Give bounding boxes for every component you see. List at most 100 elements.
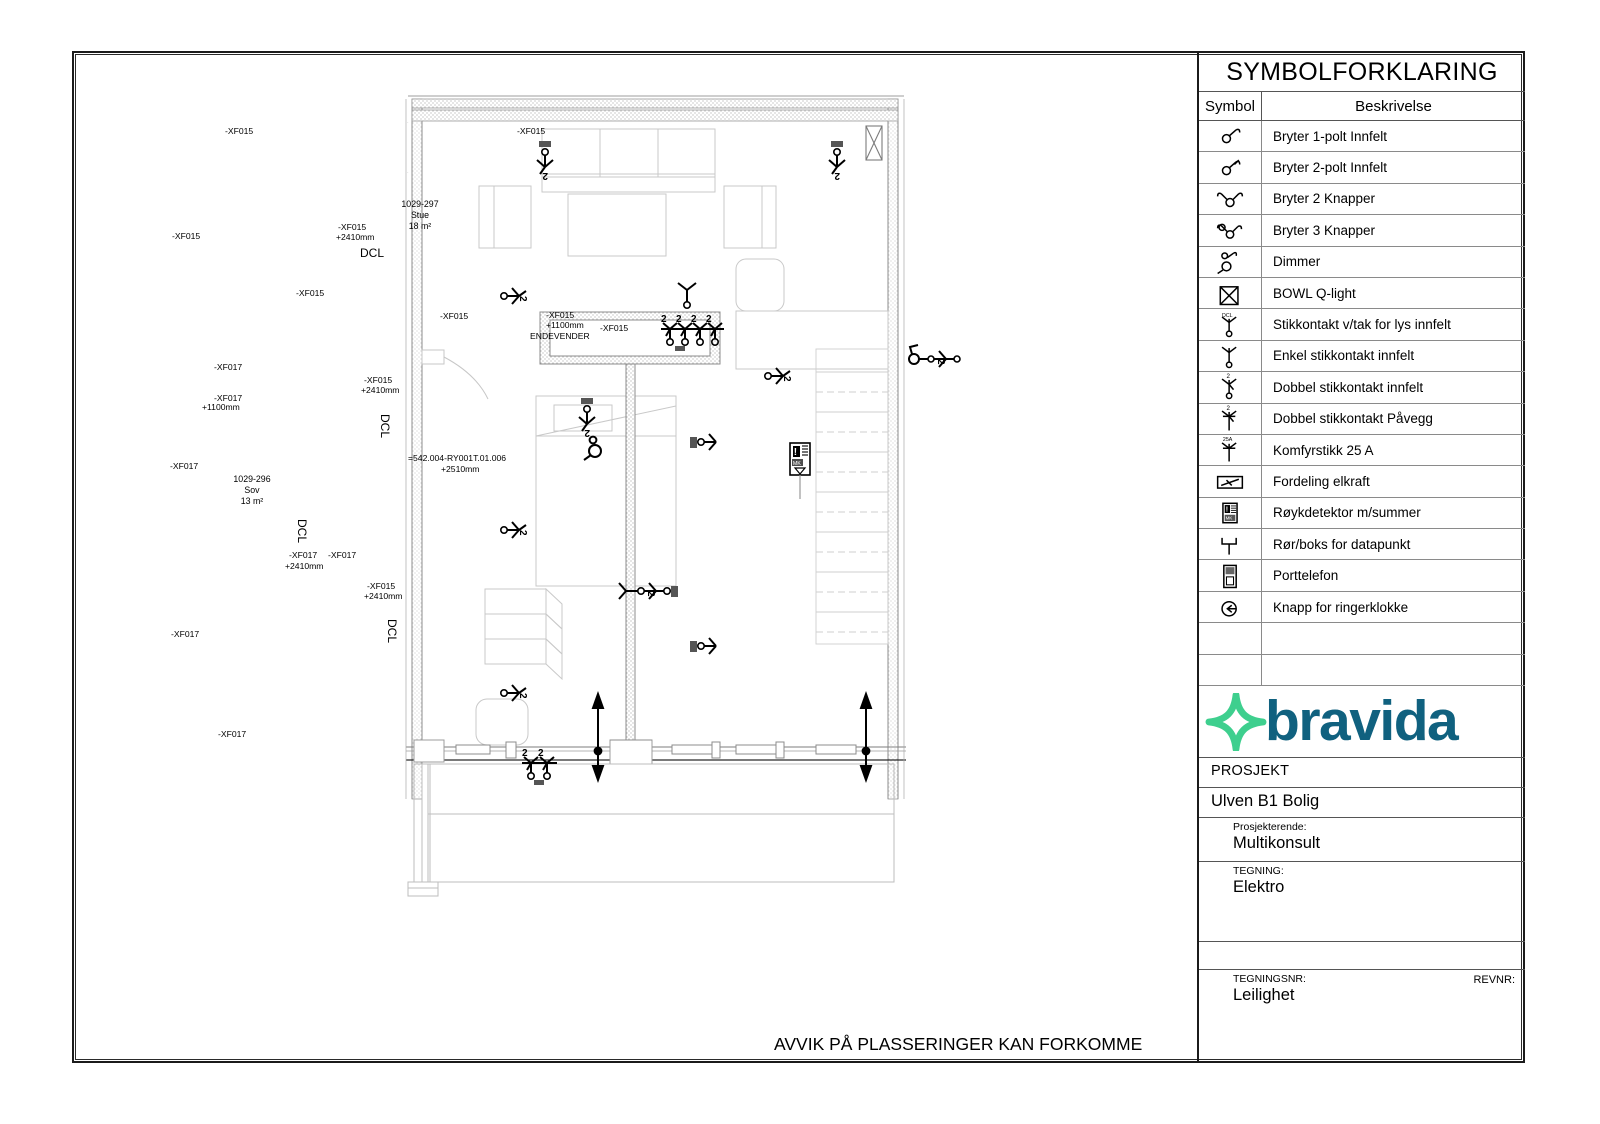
device-label: -XF015: [440, 311, 468, 321]
legend-description: Fordeling elkraft: [1273, 473, 1370, 489]
svg-text:25A: 25A: [1223, 437, 1233, 443]
device-label: -XF015: [172, 231, 200, 241]
symbol-ceiling-outlet-dcl: [690, 637, 717, 655]
dcl-label: DCL: [378, 414, 392, 438]
drawing-note: AVVIK PÅ PLASSERINGER KAN FORKOMME: [774, 1034, 1143, 1054]
legend-description: Enkel stikkontakt innfelt: [1273, 348, 1415, 364]
room-area: 18 m²: [409, 221, 432, 231]
prosjekt-value-row: Ulven B1 Bolig: [1199, 788, 1525, 819]
legend-row: Bryter 2 Knapper: [1199, 183, 1525, 216]
svg-text:2: 2: [542, 170, 548, 181]
double-socket-surface-icon: 2: [1221, 405, 1237, 431]
bravida-star-icon: [1205, 692, 1267, 751]
legend-row: Enkel stikkontakt innfelt: [1199, 340, 1525, 373]
door-phone-icon: [1223, 564, 1237, 588]
room-name: Stue: [411, 210, 429, 220]
symbol-endevender-group: 2: [908, 344, 961, 368]
legend-description: Dobbel stikkontakt Påvegg: [1273, 411, 1433, 427]
device-label: +2410mm: [364, 591, 402, 601]
drawing-text-labels: -XF015-XF015-XF015-XF015+2410mm-XF015-XF…: [170, 126, 628, 739]
legend-row: Bryter 3 Knapper: [1199, 215, 1525, 247]
device-label: -XF017: [218, 729, 246, 739]
device-label: -XF015: [367, 581, 395, 591]
dimmer-icon: [1217, 251, 1238, 274]
legend-symbol-cell: 25A: [1199, 434, 1262, 466]
device-label: +2410mm: [361, 385, 399, 395]
svg-text:2: 2: [517, 693, 528, 699]
legend-header-row: Symbol Beskrivelse: [1199, 92, 1525, 121]
prosjekterende-label: Prosjekterende:: [1233, 821, 1307, 834]
floor-plan-drawing[interactable]: ··: [76, 54, 1197, 1062]
tegningsnr-row: TEGNINGSNR: Leilighet REVNR:: [1199, 970, 1525, 1030]
room-number: 1029-297: [401, 199, 438, 209]
smoke-detector-tag: =542.004-RY001T.01.006: [408, 453, 506, 463]
legend-row: Rør/boks for datapunkt: [1199, 529, 1525, 561]
tegning-value: Elektro: [1233, 878, 1285, 897]
smoke-detector-icon: !MK: [1222, 502, 1238, 524]
device-label: -XF015: [296, 288, 324, 298]
dcl-label: DCL: [360, 246, 384, 260]
svg-text:2: 2: [781, 376, 792, 382]
ceiling-outlet-dcl-icon: DCL: [1221, 313, 1237, 337]
brand-logo: bravida: [1199, 686, 1525, 759]
svg-text:·: ·: [407, 120, 409, 126]
symbol-double-socket: 2: [499, 521, 528, 539]
device-label: -XF015: [600, 323, 628, 333]
symbol-double-socket: 2: [763, 367, 792, 385]
svg-text:2: 2: [517, 530, 528, 536]
legend-description: Bryter 1-polt Innfelt: [1273, 128, 1388, 144]
svg-text:!: !: [794, 447, 797, 458]
svg-text:2: 2: [706, 314, 712, 325]
room-number: 1029-296: [233, 474, 270, 484]
device-label: -XF015: [546, 310, 574, 320]
legend-description: Bryter 2-polt Innfelt: [1273, 160, 1388, 176]
device-label: +2410mm: [336, 232, 374, 242]
device-label: -XF017: [170, 461, 198, 471]
symbol-dimmer: [583, 435, 602, 461]
double-socket-flush-icon: 2: [1221, 373, 1237, 400]
legend-symbol-cell: 2: [1199, 372, 1262, 403]
svg-text:2: 2: [661, 314, 667, 325]
symbol-ceiling-outlet-dcl: [677, 282, 697, 310]
svg-text:!: !: [1226, 507, 1228, 514]
floor-plan-svg: ··: [170, 95, 961, 897]
device-label: -XF015: [225, 126, 253, 136]
prosjekterende-value: Multikonsult: [1233, 834, 1321, 853]
device-label: -XF015: [338, 222, 366, 232]
device-label: +1100mm: [202, 402, 240, 412]
sheet-inner-frame: [75, 54, 1522, 1060]
legend-symbol-cell: !MK: [1199, 497, 1262, 529]
tegningsnr-label: TEGNINGSNR:: [1233, 973, 1306, 986]
device-label: -XF017: [289, 550, 317, 560]
svg-text:2: 2: [522, 748, 528, 759]
svg-text:2: 2: [834, 170, 840, 181]
legend-title: SYMBOLFORKLARING: [1199, 53, 1525, 92]
legend-symbol-cell: 2: [1199, 403, 1262, 434]
dcl-label: DCL: [295, 519, 309, 543]
tegning-label: TEGNING:: [1233, 865, 1284, 878]
prosjekt-label-row: PROSJEKT: [1199, 758, 1525, 789]
legend-symbol-cell: [1199, 121, 1262, 152]
svg-text:2: 2: [645, 591, 656, 597]
legend-symbol-cell: [1199, 215, 1262, 246]
device-label: ENDEVENDER: [530, 331, 590, 341]
svg-text:2: 2: [584, 427, 590, 438]
symbol-double-socket: 2: [828, 141, 846, 181]
symbol-switch: 2: [578, 398, 596, 438]
legend-row: Dimmer: [1199, 246, 1525, 278]
legend-description: Porttelefon: [1273, 568, 1339, 584]
sheet-outer-frame: [72, 51, 1525, 1063]
data-point-box-icon: [1221, 538, 1237, 555]
legend-symbol-cell: [1199, 152, 1262, 183]
svg-text:2: 2: [935, 359, 946, 365]
prosjekt-value: Ulven B1 Bolig: [1211, 792, 1320, 811]
single-socket-icon: [1221, 346, 1237, 369]
switch-1-pole-icon: [1221, 128, 1241, 144]
legend-row: Porttelefon: [1199, 560, 1525, 592]
smoke-detector-height: +2510mm: [441, 464, 479, 474]
switch-3-button-icon: [1216, 223, 1243, 240]
